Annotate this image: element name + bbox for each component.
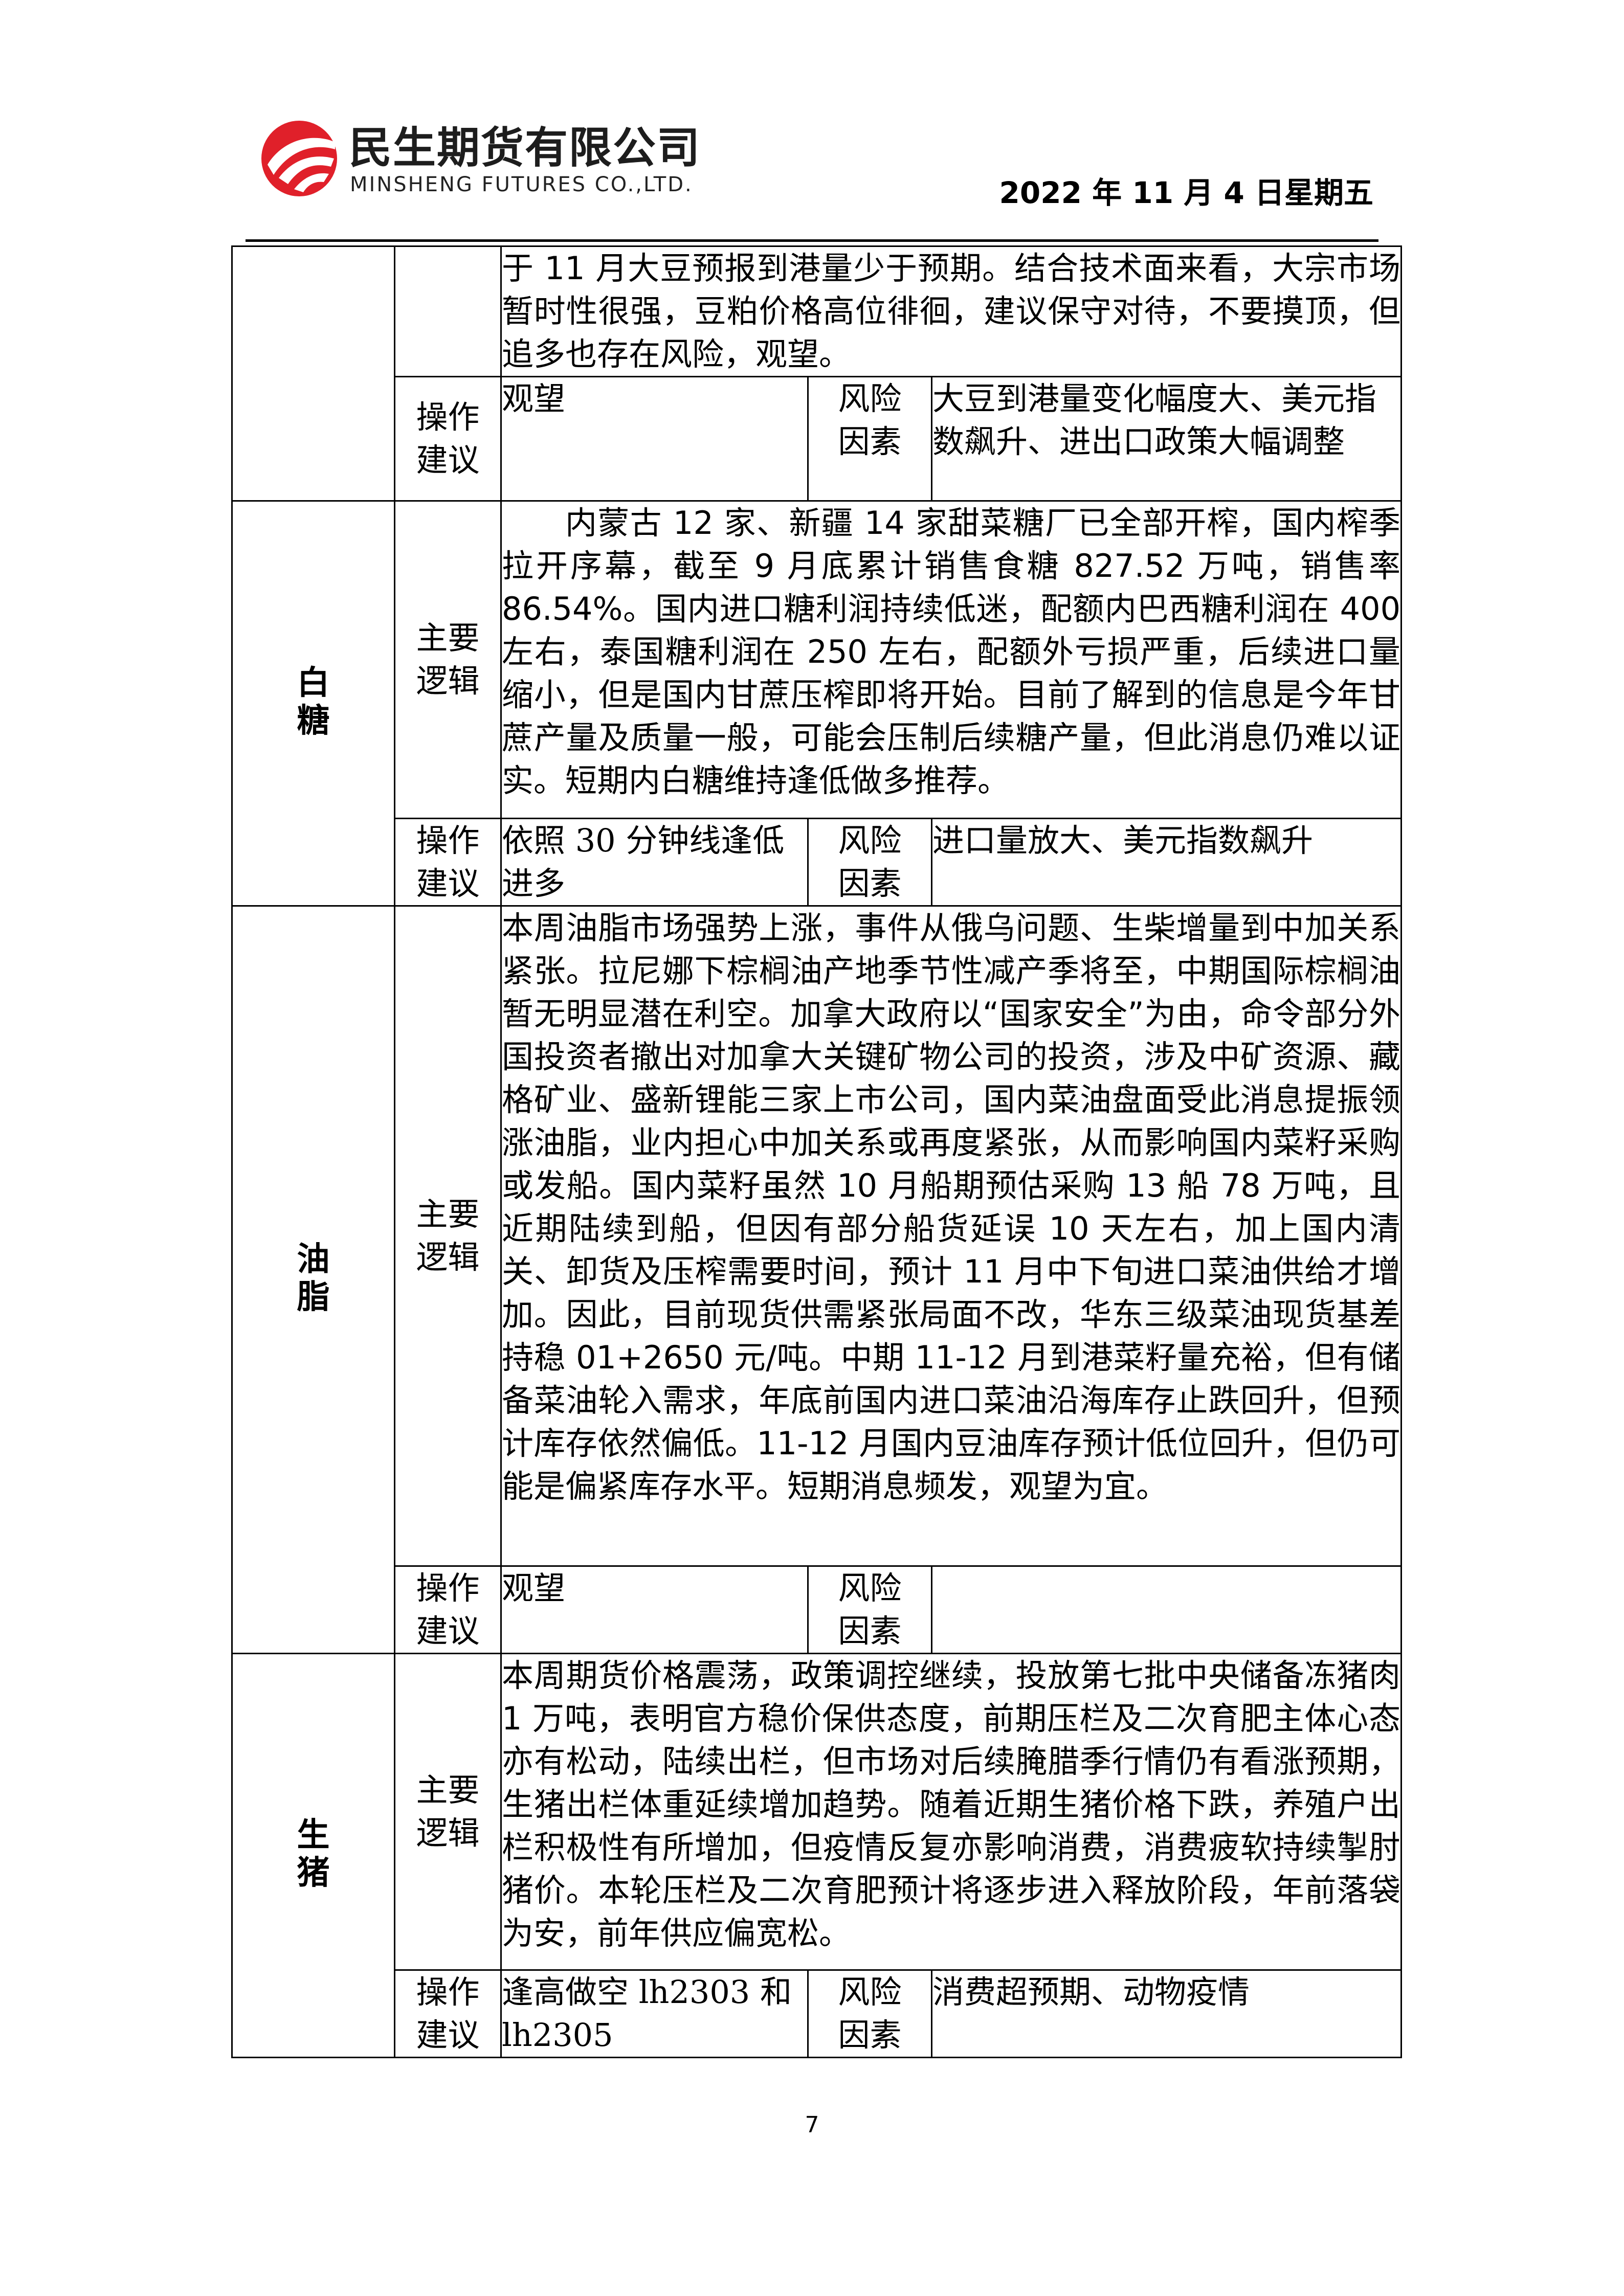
main-logic-text: 本周期货价格震荡，政策调控继续，投放第七批中央储备冻猪肉 1 万吨，表明官方稳价… [500, 1653, 1403, 1971]
company-logo-icon [261, 121, 337, 196]
table-row: 操作建议 逢高做空 lh2303 和 lh2305 风险因素 消费超预期、动物疫… [232, 1969, 1403, 2058]
page-header: 民生期货有限公司 MINSHENG FUTURES CO.,LTD. 2022 … [0, 0, 1624, 242]
operation-advice-label: 操作建议 [394, 1969, 502, 2058]
main-logic-text: 内蒙古 12 家、新疆 14 家甜菜糖厂已全部开榨，国内榨季拉开序幕，截至 9 … [500, 500, 1403, 819]
table-row: 操作建议 依照 30 分钟线逢低进多 风险因素 进口量放大、美元指数飙升 [232, 818, 1403, 907]
operation-advice-text: 逢高做空 lh2303 和 lh2305 [500, 1969, 809, 2058]
table-row: 油脂 主要逻辑 本周油脂市场强势上涨，事件从俄乌问题、生柴增量到中加关系紧张。拉… [231, 905, 1403, 1654]
main-logic-text: 于 11 月大豆预报到港量少于预期。结合技术面来看，大宗市场暂时性很强，豆粕价格… [500, 245, 1403, 377]
logic-label-cell [394, 245, 502, 377]
main-logic-label: 主要逻辑 [394, 905, 502, 1567]
category-cell [231, 245, 395, 502]
company-name-en: MINSHENG FUTURES CO.,LTD. [350, 173, 693, 196]
header-rule [246, 239, 1378, 242]
risk-factors-label: 风险因素 [807, 1969, 932, 2058]
risk-factors-label: 风险因素 [807, 1565, 932, 1654]
table-row: 操作建议 观望 风险因素 [232, 1565, 1403, 1654]
operation-advice-label: 操作建议 [394, 376, 502, 502]
table-row: 操作建议 观望 风险因素 大豆到港量变化幅度大、美元指数飙升、进出口政策大幅调整 [232, 376, 1403, 502]
operation-advice-label: 操作建议 [394, 1565, 502, 1654]
operation-advice-text: 观望 [500, 1565, 809, 1654]
report-date: 2022 年 11 月 4 日星期五 [999, 175, 1373, 210]
table-row: 生猪 主要逻辑 本周期货价格震荡，政策调控继续，投放第七批中央储备冻猪肉 1 万… [231, 1653, 1403, 2058]
risk-factors-label: 风险因素 [807, 818, 932, 907]
operation-advice-text: 观望 [500, 376, 809, 502]
risk-factors-text: 消费超预期、动物疫情 [930, 1969, 1403, 2058]
risk-factors-label: 风险因素 [807, 376, 932, 502]
commodity-analysis-table: 于 11 月大豆预报到港量少于预期。结合技术面来看，大宗市场暂时性很强，豆粕价格… [231, 245, 1403, 2058]
category-cell: 生猪 [231, 1653, 395, 2058]
category-cell: 油脂 [231, 905, 395, 1654]
risk-factors-text [930, 1565, 1403, 1654]
main-logic-text: 本周油脂市场强势上涨，事件从俄乌问题、生柴增量到中加关系紧张。拉尼娜下棕榈油产地… [500, 905, 1403, 1567]
company-name-cn: 民生期货有限公司 [349, 123, 701, 173]
category-cell: 白糖 [231, 500, 395, 907]
risk-factors-text: 大豆到港量变化幅度大、美元指数飙升、进出口政策大幅调整 [930, 376, 1403, 502]
table-row: 于 11 月大豆预报到港量少于预期。结合技术面来看，大宗市场暂时性很强，豆粕价格… [231, 245, 1403, 502]
operation-advice-text: 依照 30 分钟线逢低进多 [500, 818, 809, 907]
risk-factors-text: 进口量放大、美元指数飙升 [930, 818, 1403, 907]
operation-advice-label: 操作建议 [394, 818, 502, 907]
main-logic-label: 主要逻辑 [394, 1653, 502, 1971]
page-number: 7 [805, 2112, 819, 2138]
table-row: 白糖 主要逻辑 内蒙古 12 家、新疆 14 家甜菜糖厂已全部开榨，国内榨季拉开… [231, 500, 1403, 907]
main-logic-label: 主要逻辑 [394, 500, 502, 819]
